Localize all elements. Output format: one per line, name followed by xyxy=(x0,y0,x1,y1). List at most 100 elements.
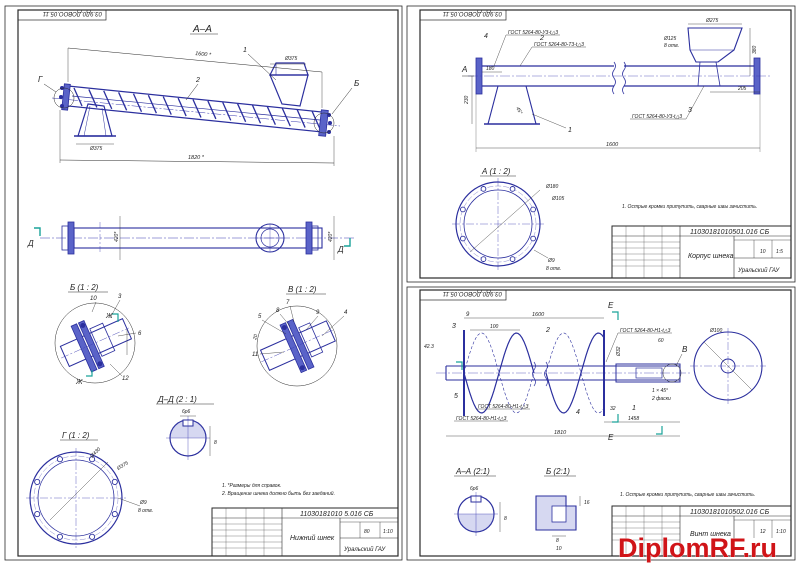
bolt-hole xyxy=(111,478,118,485)
sheet-2-callout-3: 3 xyxy=(688,107,692,114)
flight-blade xyxy=(281,107,291,127)
sheet-3-detail-b-dim-8: 8 xyxy=(556,538,559,544)
sheet-2-weld-1: ГОСТ 5264-80-У3-t△3 xyxy=(508,30,558,36)
callout-2: 2 xyxy=(195,77,200,84)
flight-blade xyxy=(311,110,321,130)
sheet-2-flange-bolt-holes xyxy=(460,186,536,262)
bolt-hole xyxy=(509,256,516,262)
bolt-hole xyxy=(34,478,41,485)
detail-view-v: В (1 : 2) 7 8 9 4 5 20 11 xyxy=(252,285,348,387)
sheet-2-organization: Уральский ГАУ xyxy=(737,267,780,274)
sheet-3-callout-2: 2 xyxy=(545,327,550,334)
sheet-2-drawing-code: 11030181010501.016 СБ xyxy=(690,229,770,236)
sheet-3-note: 1. Острые кромки притупить, сварные швы … xyxy=(620,492,755,498)
sheet-2-mass: 10 xyxy=(760,249,766,255)
sheet-3-detail-b-title: Б (2:1) xyxy=(546,467,570,476)
bolt-hole xyxy=(460,235,466,242)
flight-blade xyxy=(207,100,217,120)
sheet-3-dim-60: 60 xyxy=(658,338,664,344)
sheet-3-section-aa: А–А (2:1) 6р6 8 xyxy=(454,467,507,536)
sheet-3-detail-b: Б (2:1) 16 8 10 xyxy=(535,467,590,552)
sheet-2-dim-205: 205 xyxy=(737,86,747,92)
sheet-1-organization: Уральский ГАУ xyxy=(343,546,386,553)
sheet-3-cut-mark-e-bottom: Е xyxy=(608,433,614,442)
sheet-3-dim-1810: 1810 xyxy=(554,430,567,436)
callout-1: 1 xyxy=(243,47,247,54)
sheet-2-flange-dim-count: 8 отв. xyxy=(546,266,561,272)
flange-view-g: Г (1 : 2) Ø430 Ø375 Ø9 8 отв. xyxy=(26,431,153,548)
screw-flight-spiral xyxy=(463,332,605,414)
bolt-hole xyxy=(34,511,41,518)
sheet-1-code-tag: 03.9Д0.ДОВОО.05.11 xyxy=(43,10,102,16)
detail-v-callout-9: 9 xyxy=(316,310,320,316)
sheet-2-view-mark-a: А xyxy=(461,65,467,74)
flight-blade xyxy=(222,102,232,121)
sheet-2-flange-dim-105: Ø105 xyxy=(551,196,564,202)
detail-view-b: Б (1 : 2) 10 3 6 12 Ж Ж xyxy=(54,283,142,386)
spiral-edge-front xyxy=(545,332,605,414)
auger-plan-view: 420* 420* Д Д xyxy=(27,216,356,260)
sheet-3-dim-1600: 1600 xyxy=(532,312,545,318)
detail-v-callout-5: 5 xyxy=(258,314,262,320)
sheet-3-auger-screw: 03.9Д0.ДОВОО.05.11 1600 100 42.3 1810 14… xyxy=(406,286,796,561)
sheet-3-dim-1458: 1458 xyxy=(628,416,639,422)
sheet-3-callout-9: 9 xyxy=(466,312,470,318)
sheet-3-drawing-code: 11030181010502.016 СБ xyxy=(690,509,770,516)
flight-blade xyxy=(162,96,172,115)
bolt-hole xyxy=(530,206,536,213)
sheet-3-dim-bevel-count: 2 фаски xyxy=(651,396,671,402)
dim-375-top: Ø375 xyxy=(284,56,297,62)
sheet-3-section-aa-key: 6р6 xyxy=(470,486,479,492)
sheet-2-dim-380: 380 xyxy=(752,45,758,54)
sheet-2-dim-1600: 1600 xyxy=(606,142,619,148)
sheet-2-dim-180: 180 xyxy=(486,66,495,72)
sheet-3-dim-diameter: Ø32 xyxy=(616,346,622,357)
sheet-3-end-view: Ø100 xyxy=(690,328,766,404)
section-dd-title: Д–Д (2 : 1) xyxy=(157,395,197,404)
auger-assembly-view xyxy=(51,62,341,137)
sheet-1-drawing-code: 11030181010 5.016 СБ xyxy=(300,511,374,518)
view-g-dim-holes-count: 8 отв. xyxy=(138,508,153,514)
bolt-hole xyxy=(89,456,96,463)
sheet-3-callout-3: 3 xyxy=(452,323,456,330)
flight-blade xyxy=(73,87,83,107)
sheet-3-section-aa-title: А–А (2:1) xyxy=(455,467,490,476)
sheet-3-callout-5: 5 xyxy=(454,393,458,400)
sheet-1-drawing-name: Нижний шнек xyxy=(290,534,335,542)
spiral-edge-back xyxy=(463,332,535,414)
flight-blade xyxy=(192,99,202,118)
section-dd-dim-depth: 8 xyxy=(214,440,217,446)
view-g-title: Г (1 : 2) xyxy=(62,431,90,440)
bolt-hole xyxy=(460,206,466,213)
detail-v-callout-7: 7 xyxy=(286,300,290,306)
section-view-dd: Д–Д (2 : 1) 6р6 8 xyxy=(156,395,217,460)
sheet-3-drawing-name: Винт шнека xyxy=(690,531,731,538)
sheet-3-scale: 1:10 xyxy=(776,529,786,535)
dim-1600: 1600 * xyxy=(195,51,212,59)
watermark: DiplomRF.ru xyxy=(618,533,777,563)
bolt-hole xyxy=(530,235,536,242)
flight-blade xyxy=(237,103,247,123)
bolt-hole xyxy=(56,533,63,540)
sheet-2-auger-housing: 03.9Д0.ДОВОО.05.11 180 230 1600 45° Ø275… xyxy=(406,5,796,283)
bolt-hole xyxy=(111,511,118,518)
sheet-1-note-1: 1. *Размеры для справок. xyxy=(222,483,281,489)
sheet-1-note-2: 2. Вращение шнека должно быть без заедан… xyxy=(221,490,335,497)
view-g-dim-hole: Ø9 xyxy=(139,500,147,506)
sheet-3-title-block: 11030181010502.016 СБ Винт шнека 12 1:10 xyxy=(611,505,792,557)
sheet-3-detail-b-dim-16: 16 xyxy=(584,500,590,506)
sheet-2-title-block: 11030181010501.016 СБ Корпус шнека 10 1:… xyxy=(611,225,792,279)
sheet-2-dim-275: Ø275 xyxy=(705,18,718,24)
sheet-3-dim-42: 42.3 xyxy=(424,344,434,350)
sheet-3-weld-3: ГОСТ 5264-80-Н1-t△3 xyxy=(456,416,507,422)
sheet-3-dim-disk: Ø100 xyxy=(709,328,722,334)
view-mark-b: Б xyxy=(354,79,359,88)
auger-flights xyxy=(71,87,321,130)
sheet-2-code-tag: 03.9Д0.ДОВОО.05.11 xyxy=(443,10,502,16)
bolt-hole xyxy=(509,186,516,192)
cut-mark-d-left: Д xyxy=(27,239,34,248)
sheet-2-dim-230: 230 xyxy=(464,95,470,105)
sheet-1-scale: 1:10 xyxy=(383,529,393,535)
sheet-2-callout-4: 4 xyxy=(484,33,488,40)
